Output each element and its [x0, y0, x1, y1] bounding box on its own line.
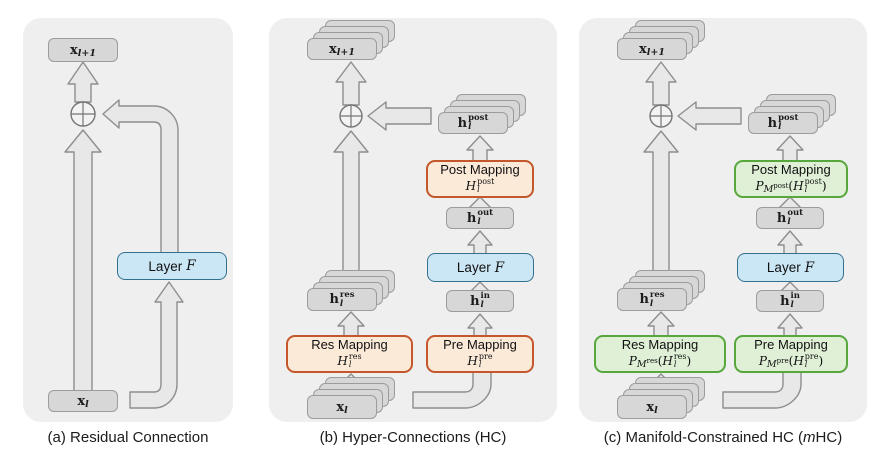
sum-icon [339, 104, 363, 128]
post-mapping-title: Post Mapping [751, 162, 831, 178]
x-next-subscript: l+1 [646, 46, 665, 58]
h-post-label: h [457, 115, 468, 131]
x-next-subscript: l+1 [77, 47, 96, 59]
x-label: x [77, 393, 86, 409]
h-post-label: h [767, 115, 778, 131]
layer-math-f: F [804, 259, 815, 276]
arrow-hpost-to-sum [367, 101, 432, 131]
arrow-x-to-pre-curve [722, 370, 802, 409]
caption-panel-c: (c) Manifold-Constrained HC (mHC) [603, 429, 843, 446]
x-label: x [646, 399, 655, 415]
x-next-subscript: l+1 [336, 46, 355, 58]
layer-math-f: F [186, 258, 196, 274]
arrow-sum-to-output [335, 61, 367, 106]
arrow-layer-to-sum-curve [102, 99, 179, 259]
pre-mapping-title: Pre Mapping [754, 337, 828, 353]
x-label: x [336, 399, 345, 415]
h-res-label: h [329, 292, 339, 307]
layer-label: Layer [766, 260, 801, 275]
x-next-label: x [70, 42, 78, 58]
h-in-label: h [780, 293, 790, 309]
h-out-label: h [776, 210, 787, 226]
arrow-hpost-to-sum [677, 101, 742, 131]
h-out-label: h [466, 210, 477, 226]
x-subscript: l [654, 404, 658, 416]
arrow-x-to-pre-curve [412, 370, 492, 409]
sum-icon [649, 104, 673, 128]
layer-label: Layer [456, 260, 491, 275]
res-mapping-title: Res Mapping [311, 337, 388, 353]
res-mapping-title: Res Mapping [621, 337, 699, 353]
arrow-sum-to-output [645, 61, 677, 106]
x-next-label: x [639, 41, 647, 57]
x-subscript: l [344, 404, 348, 416]
h-in-label: h [470, 293, 480, 309]
pre-mapping-title: Pre Mapping [443, 337, 517, 353]
post-mapping-title: Post Mapping [440, 162, 520, 178]
x-subscript: l [85, 398, 89, 410]
h-res-label: h [639, 292, 649, 307]
arrow-input-to-layer-curve [129, 281, 184, 409]
caption-panel-b: (b) Hyper-Connections (HC) [319, 429, 507, 446]
arrow-residual-up [64, 129, 102, 395]
x-next-label: x [329, 41, 337, 57]
layer-math-f: F [494, 259, 505, 276]
arrow-sum-to-output [67, 61, 99, 103]
sum-icon [70, 101, 96, 127]
layer-label: Layer [148, 258, 183, 274]
caption-panel-a: (a) Residual Connection [47, 429, 209, 446]
panel-a-arrows [64, 61, 184, 409]
